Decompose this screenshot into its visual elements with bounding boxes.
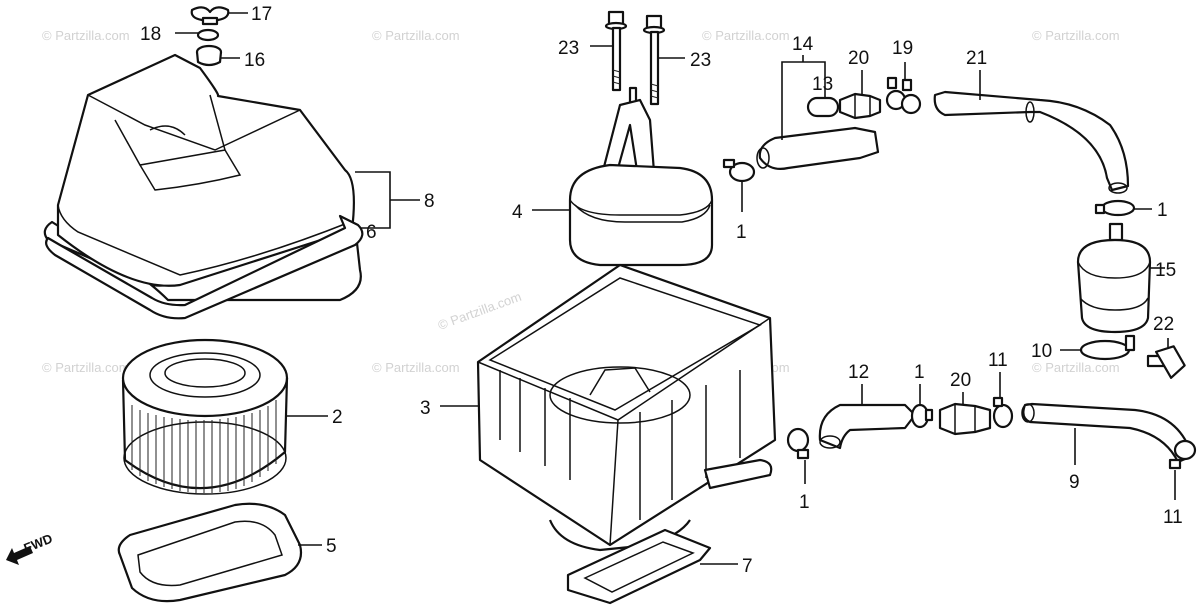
callout-23: 23: [558, 38, 579, 59]
callout-14: 14: [792, 34, 814, 55]
watermark: © Partzilla.com: [42, 360, 130, 375]
part-19-clamp: [885, 76, 922, 115]
callout-23: 23: [690, 50, 711, 71]
part-18-washer: [196, 28, 220, 42]
callout-15: 15: [1155, 260, 1176, 281]
callout-16: 16: [244, 50, 265, 71]
part-1-clamp: [786, 427, 810, 460]
part-10-clamp: [1079, 334, 1136, 361]
callout-1: 1: [799, 492, 810, 513]
part-2-air-filter-element: [121, 338, 289, 495]
part-16-grommet: [195, 44, 223, 67]
callout-1: 1: [736, 222, 747, 243]
part-23-bolt: [642, 14, 666, 106]
bracket-line: [781, 61, 826, 70]
callout-9: 9: [1069, 472, 1080, 493]
part-1-clamp: [722, 158, 756, 183]
callout-8: 8: [424, 191, 435, 212]
callout-21: 21: [966, 48, 987, 69]
bracket-line: [355, 171, 391, 229]
callout-20: 20: [950, 370, 971, 391]
fwd-label: FWD: [22, 531, 55, 556]
callout-7: 7: [742, 556, 753, 577]
filter-pleats: [131, 400, 277, 493]
part-20-joint: [938, 402, 992, 436]
callout-2: 2: [332, 407, 343, 428]
part-1-clamp: [910, 403, 934, 429]
callout-13: 13: [812, 74, 833, 95]
part-15-breather-filter: [1076, 222, 1152, 334]
watermark: © Partzilla.com: [702, 28, 790, 43]
watermark: © Partzilla.com: [372, 28, 460, 43]
callout-4: 4: [512, 202, 523, 223]
part-13-cap: [806, 96, 840, 118]
watermark: © Partzilla.com: [1032, 360, 1120, 375]
part-22-bolt: [1146, 345, 1186, 379]
callout-12: 12: [848, 362, 869, 383]
part-5-filter-gasket: [117, 502, 303, 603]
part-21-hose: [933, 90, 1130, 194]
watermark: © Partzilla.com: [436, 289, 523, 333]
part-7-case-gasket: [566, 528, 712, 605]
part-11-clamp: [1168, 439, 1197, 470]
callout-3: 3: [420, 398, 431, 419]
part-17-wing-nut: [190, 6, 230, 26]
part-4-filter-bracket: [568, 86, 714, 267]
callout-18: 18: [140, 24, 161, 45]
callout-22: 22: [1153, 314, 1174, 335]
part-3-air-cleaner-case: [476, 263, 777, 552]
fwd-arrow-icon: [6, 546, 33, 565]
part-23-bolt: [604, 10, 628, 92]
callout-6: 6: [366, 222, 377, 243]
callout-11: 11: [988, 350, 1008, 371]
part-12-hose: [818, 403, 917, 450]
callout-20: 20: [848, 48, 869, 69]
callout-1: 1: [914, 362, 925, 383]
watermark: © Partzilla.com: [1032, 28, 1120, 43]
callout-5: 5: [326, 536, 337, 557]
callout-19: 19: [892, 38, 913, 59]
part-6-cover-gasket: [45, 214, 364, 320]
callout-10: 10: [1031, 341, 1052, 362]
watermark: © Partzilla.com: [42, 28, 130, 43]
part-11-clamp: [992, 396, 1014, 429]
part-1-clamp: [1094, 199, 1136, 217]
part-9-hose: [1021, 402, 1194, 464]
watermark: © Partzilla.com: [372, 360, 460, 375]
callout-17: 17: [251, 4, 272, 25]
callout-1: 1: [1157, 200, 1168, 221]
callout-11: 11: [1163, 507, 1183, 528]
part-14-elbow-tube: [756, 126, 880, 170]
part-8-air-cleaner-cover: [43, 53, 362, 302]
part-20-joint: [838, 92, 882, 120]
